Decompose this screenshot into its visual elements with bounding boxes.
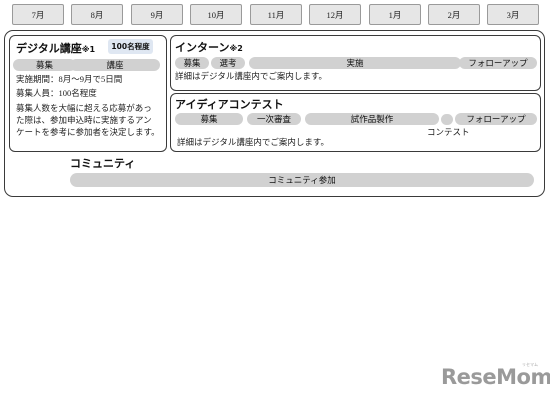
digital-course-title: デジタル講座※1: [16, 42, 96, 55]
contest-label: コンテスト: [427, 127, 470, 137]
digital-count: 募集人員：100名程度: [16, 88, 97, 98]
month-jul: 7月: [12, 4, 64, 25]
idea-detail: 詳細はデジタル講座内でご案内します。: [177, 137, 329, 147]
digital-period: 実施期間：8月～9月で5日間: [16, 74, 123, 84]
digital-course-pill: 講座: [70, 59, 160, 71]
intern-implement-pill: 実施: [249, 57, 461, 69]
month-sep: 9月: [131, 4, 183, 25]
community-pill: コミュニティ参加: [70, 173, 534, 187]
month-nov: 11月: [250, 4, 302, 25]
community-title: コミュニティ: [70, 157, 136, 170]
idea-followup-pill: フォローアップ: [455, 113, 537, 125]
resemom-logo: ReseMom: [441, 365, 550, 389]
program-container: [4, 30, 545, 197]
idea-contest-panel: アイディアコンテスト 募集 一次審査 試作品製作 フォローアップ コンテスト 詳…: [170, 93, 541, 152]
month-feb: 2月: [428, 4, 480, 25]
idea-prototype-pill: 試作品製作: [305, 113, 439, 125]
idea-recruit-pill: 募集: [175, 113, 243, 125]
intern-panel: インターン※2 募集 選考 実施 フォローアップ 詳細はデジタル講座内でご案内し…: [170, 35, 541, 91]
intern-followup-pill: フォローアップ: [459, 57, 537, 69]
month-mar: 3月: [487, 4, 539, 25]
resemom-logo-small: リセマム: [522, 362, 538, 367]
digital-course-panel: デジタル講座※1 100名程度 募集 講座 実施期間：8月～9月で5日間 募集人…: [9, 35, 167, 152]
idea-contest-title: アイディアコンテスト: [175, 98, 284, 111]
month-dec: 12月: [309, 4, 361, 25]
contest-marker: [441, 114, 453, 125]
digital-recruit-pill: 募集: [13, 59, 76, 71]
intern-detail: 詳細はデジタル講座内でご案内します。: [175, 71, 327, 81]
month-aug: 8月: [71, 4, 123, 25]
month-oct: 10月: [190, 4, 242, 25]
intern-title: インターン※2: [175, 41, 243, 54]
month-jan: 1月: [369, 4, 421, 25]
intern-select-pill: 選考: [211, 57, 245, 69]
idea-screen-pill: 一次審査: [247, 113, 301, 125]
capacity-badge: 100名程度: [108, 39, 153, 54]
digital-description: 募集人数を大幅に超える応募があっ た際は、参加申込時に実施するアン ケートを参考…: [16, 103, 160, 137]
intern-recruit-pill: 募集: [175, 57, 209, 69]
